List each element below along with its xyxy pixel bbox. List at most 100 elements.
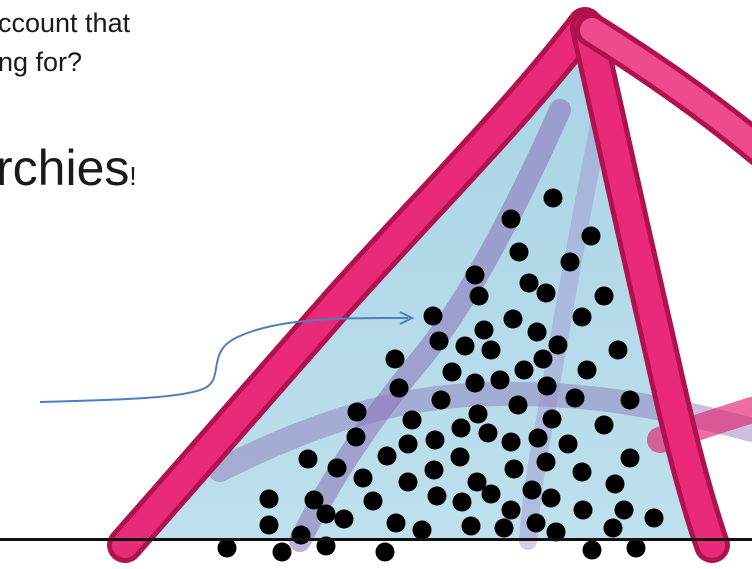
frame-edge-back-highlight — [580, 18, 752, 159]
dot — [526, 513, 546, 533]
dot — [377, 446, 397, 466]
dot — [608, 340, 628, 360]
dot — [455, 336, 475, 356]
dot — [481, 340, 501, 360]
particle-dots — [217, 188, 664, 562]
dot — [431, 390, 451, 410]
dot — [389, 378, 409, 398]
dot — [537, 376, 557, 396]
dot — [560, 252, 580, 272]
dot — [503, 309, 523, 329]
dot — [375, 542, 395, 562]
dot — [346, 427, 366, 447]
dot — [347, 402, 367, 422]
dot — [465, 373, 485, 393]
dot — [620, 448, 640, 468]
dot — [481, 484, 501, 504]
dot — [572, 462, 592, 482]
dot — [543, 188, 563, 208]
dot — [546, 522, 566, 542]
inner-strut-left — [289, 99, 571, 552]
dot — [614, 500, 634, 520]
dot — [363, 491, 383, 511]
dot — [541, 488, 561, 508]
dot — [501, 432, 521, 452]
dot — [327, 458, 347, 478]
dot — [577, 360, 597, 380]
dot — [581, 226, 601, 246]
dot — [334, 509, 354, 529]
dot — [412, 520, 432, 540]
frame-edge-right-highlight — [575, 15, 725, 558]
dot — [450, 447, 470, 467]
dot — [527, 322, 547, 342]
dot — [603, 518, 623, 538]
dot — [582, 540, 602, 560]
dot — [536, 283, 556, 303]
dot — [508, 395, 528, 415]
text-line-1: ccount that — [0, 8, 131, 38]
dot — [626, 538, 646, 558]
dot — [298, 449, 318, 469]
dot — [467, 472, 487, 492]
dot — [452, 492, 472, 512]
dot — [386, 513, 406, 533]
dot — [427, 486, 447, 506]
dot — [594, 286, 614, 306]
pyramid-frame — [107, 7, 752, 563]
dot — [442, 362, 462, 382]
dot — [522, 480, 542, 500]
dot — [542, 409, 562, 429]
dot — [353, 468, 373, 488]
dot — [469, 286, 489, 306]
dot — [291, 525, 311, 545]
dot — [425, 430, 445, 450]
dot — [423, 306, 443, 326]
pointer-arrow-curve — [39, 317, 409, 403]
dot — [429, 331, 449, 351]
dot — [478, 423, 498, 443]
text-line-2: ng for? — [0, 47, 83, 77]
inner-strut-cross — [208, 381, 752, 482]
dot — [528, 428, 548, 448]
dot — [490, 370, 510, 390]
dot — [398, 472, 418, 492]
dot — [573, 500, 593, 520]
heading-word: rchies — [0, 140, 130, 196]
dot — [536, 452, 556, 472]
dot — [501, 500, 521, 520]
dot — [501, 209, 521, 229]
dot — [461, 516, 481, 536]
pointer-arrow — [39, 311, 415, 403]
dot — [451, 418, 471, 438]
dot — [474, 320, 494, 340]
dot — [398, 434, 418, 454]
frame-edge-left-highlight — [112, 12, 598, 558]
dot — [514, 360, 534, 380]
dot — [533, 349, 553, 369]
dot — [465, 265, 485, 285]
heading-text: rchies! — [0, 140, 137, 204]
dot — [594, 415, 614, 435]
dot — [644, 508, 664, 528]
heading-exclamation: ! — [129, 161, 137, 191]
dot — [605, 474, 625, 494]
dot — [519, 273, 539, 293]
dot — [259, 489, 279, 509]
dot — [424, 460, 444, 480]
dot — [316, 504, 336, 524]
dot — [316, 536, 336, 556]
dot — [565, 388, 585, 408]
bottom-rule — [0, 538, 752, 541]
pointer-arrowhead — [399, 311, 415, 325]
dot — [468, 404, 488, 424]
dot — [217, 538, 237, 558]
dot — [272, 542, 292, 562]
dot — [558, 434, 578, 454]
dot — [509, 242, 529, 262]
dot — [259, 515, 279, 535]
dot — [548, 335, 568, 355]
dot — [385, 349, 405, 369]
